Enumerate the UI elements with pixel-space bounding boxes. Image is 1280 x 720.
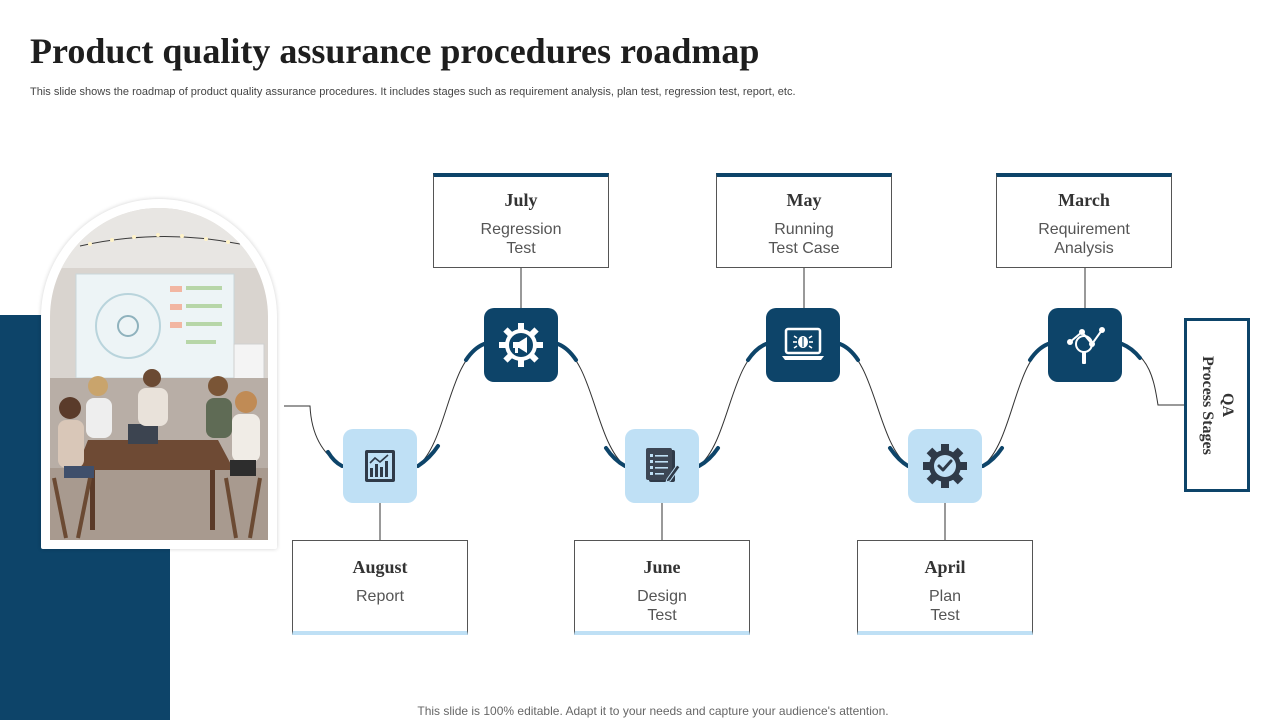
stage-label: Regression Test bbox=[480, 221, 562, 257]
qa-label-line1: QA bbox=[1219, 392, 1236, 417]
analysis-magnifier-icon bbox=[1067, 327, 1105, 364]
stage-card-august: August Report bbox=[292, 540, 468, 635]
qa-process-stages-label: QA Process Stages bbox=[1197, 356, 1237, 455]
design-stage-icon-box bbox=[625, 429, 699, 503]
stage-label: Report bbox=[355, 588, 405, 605]
stage-label: Plan Test bbox=[928, 588, 962, 624]
qa-label-line2: Process Stages bbox=[1199, 355, 1216, 455]
regression-stage-icon-box bbox=[484, 308, 558, 382]
report-stage-icon-box bbox=[343, 429, 417, 503]
stage-label: Requirement Analysis bbox=[1038, 221, 1130, 257]
laptop-bug-icon bbox=[782, 327, 824, 360]
stage-month: June bbox=[643, 557, 681, 577]
stage-month: March bbox=[1058, 190, 1110, 210]
gear-check-icon bbox=[923, 444, 967, 488]
stage-label: Design Test bbox=[637, 588, 687, 624]
bar-chart-report-icon bbox=[365, 450, 395, 482]
stage-month: April bbox=[924, 557, 966, 577]
page-title: Product quality assurance procedures roa… bbox=[30, 31, 760, 71]
requirement-stage-icon-box bbox=[1048, 308, 1122, 382]
running-test-stage-icon-box bbox=[766, 308, 840, 382]
stage-card-march: March Requirement Analysis bbox=[996, 173, 1172, 268]
page-subtitle: This slide shows the roadmap of product … bbox=[30, 86, 796, 98]
gear-megaphone-icon bbox=[499, 323, 543, 367]
stage-card-april: April Plan Test bbox=[857, 540, 1033, 635]
stage-month: August bbox=[352, 557, 408, 577]
stage-month: May bbox=[786, 190, 822, 210]
stage-card-june: June Design Test bbox=[574, 540, 750, 635]
plan-test-stage-icon-box bbox=[908, 429, 982, 503]
stage-label: Running Test Case bbox=[768, 221, 840, 257]
stage-month: July bbox=[504, 190, 538, 210]
stage-card-may: May Running Test Case bbox=[716, 173, 892, 268]
footer-note: This slide is 100% editable. Adapt it to… bbox=[417, 704, 889, 718]
document-pen-icon bbox=[646, 448, 681, 483]
stage-card-july: July Regression Test bbox=[433, 173, 609, 268]
qa-process-stages-box: QA Process Stages bbox=[1184, 318, 1250, 492]
